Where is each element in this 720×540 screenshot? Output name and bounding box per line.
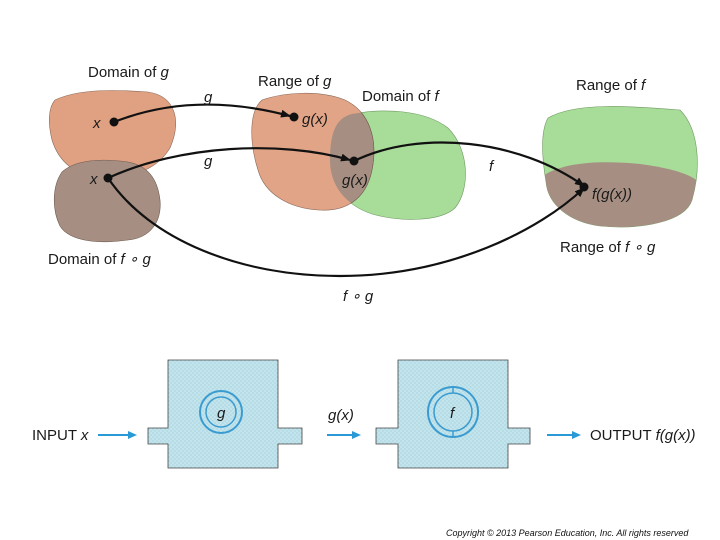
point-gx-lower-dot: [349, 156, 359, 166]
range-of-f-label: Range of f: [576, 77, 647, 94]
f-machine-label: f: [450, 405, 456, 422]
arrow-g-upper-label: g: [204, 89, 213, 106]
arrow-f-label: f: [489, 158, 495, 175]
point-x-upper-label: x: [92, 115, 101, 132]
point-fgx-label: f(g(x)): [592, 186, 632, 203]
domain-of-fog-region: [53, 159, 161, 243]
g-machine-label: g: [217, 405, 226, 422]
middle-flow-arrow: [327, 431, 361, 439]
arrow-g-lower-label: g: [204, 153, 213, 170]
range-g-domain-f-overlap: [330, 110, 375, 211]
point-gx-lower-label: g(x): [342, 172, 368, 189]
arrow-fog-label: f ∘ g: [343, 288, 374, 305]
point-x-lower-dot: [103, 173, 113, 183]
point-fgx-dot: [579, 182, 589, 192]
point-gx-upper-dot: [289, 112, 299, 122]
f-machine: f: [375, 359, 531, 469]
output-flow-arrow: [547, 431, 581, 439]
range-of-g-label: Range of g: [258, 73, 332, 90]
domain-of-fog-label: Domain of f ∘ g: [48, 251, 151, 268]
arrow-g-lower: [107, 147, 351, 180]
point-gx-upper-label: g(x): [302, 111, 328, 128]
arrow-f-composed-g: [107, 177, 585, 278]
range-of-fog-label: Range of f ∘ g: [560, 239, 656, 256]
point-x-upper-dot: [109, 117, 119, 127]
input-label: INPUT x: [32, 427, 89, 444]
g-machine: g: [147, 359, 303, 469]
point-x-lower-label: x: [89, 171, 98, 188]
arrow-g-upper: [113, 103, 291, 124]
input-flow-arrow: [98, 431, 137, 439]
domain-of-g-label: Domain of g: [88, 64, 170, 81]
middle-gx-label: g(x): [328, 407, 354, 424]
arrow-f: [351, 141, 585, 187]
domain-of-f-label: Domain of f: [362, 88, 441, 105]
copyright-notice: Copyright © 2013 Pearson Education, Inc.…: [446, 528, 689, 538]
output-label: OUTPUT f(g(x)): [590, 427, 696, 444]
